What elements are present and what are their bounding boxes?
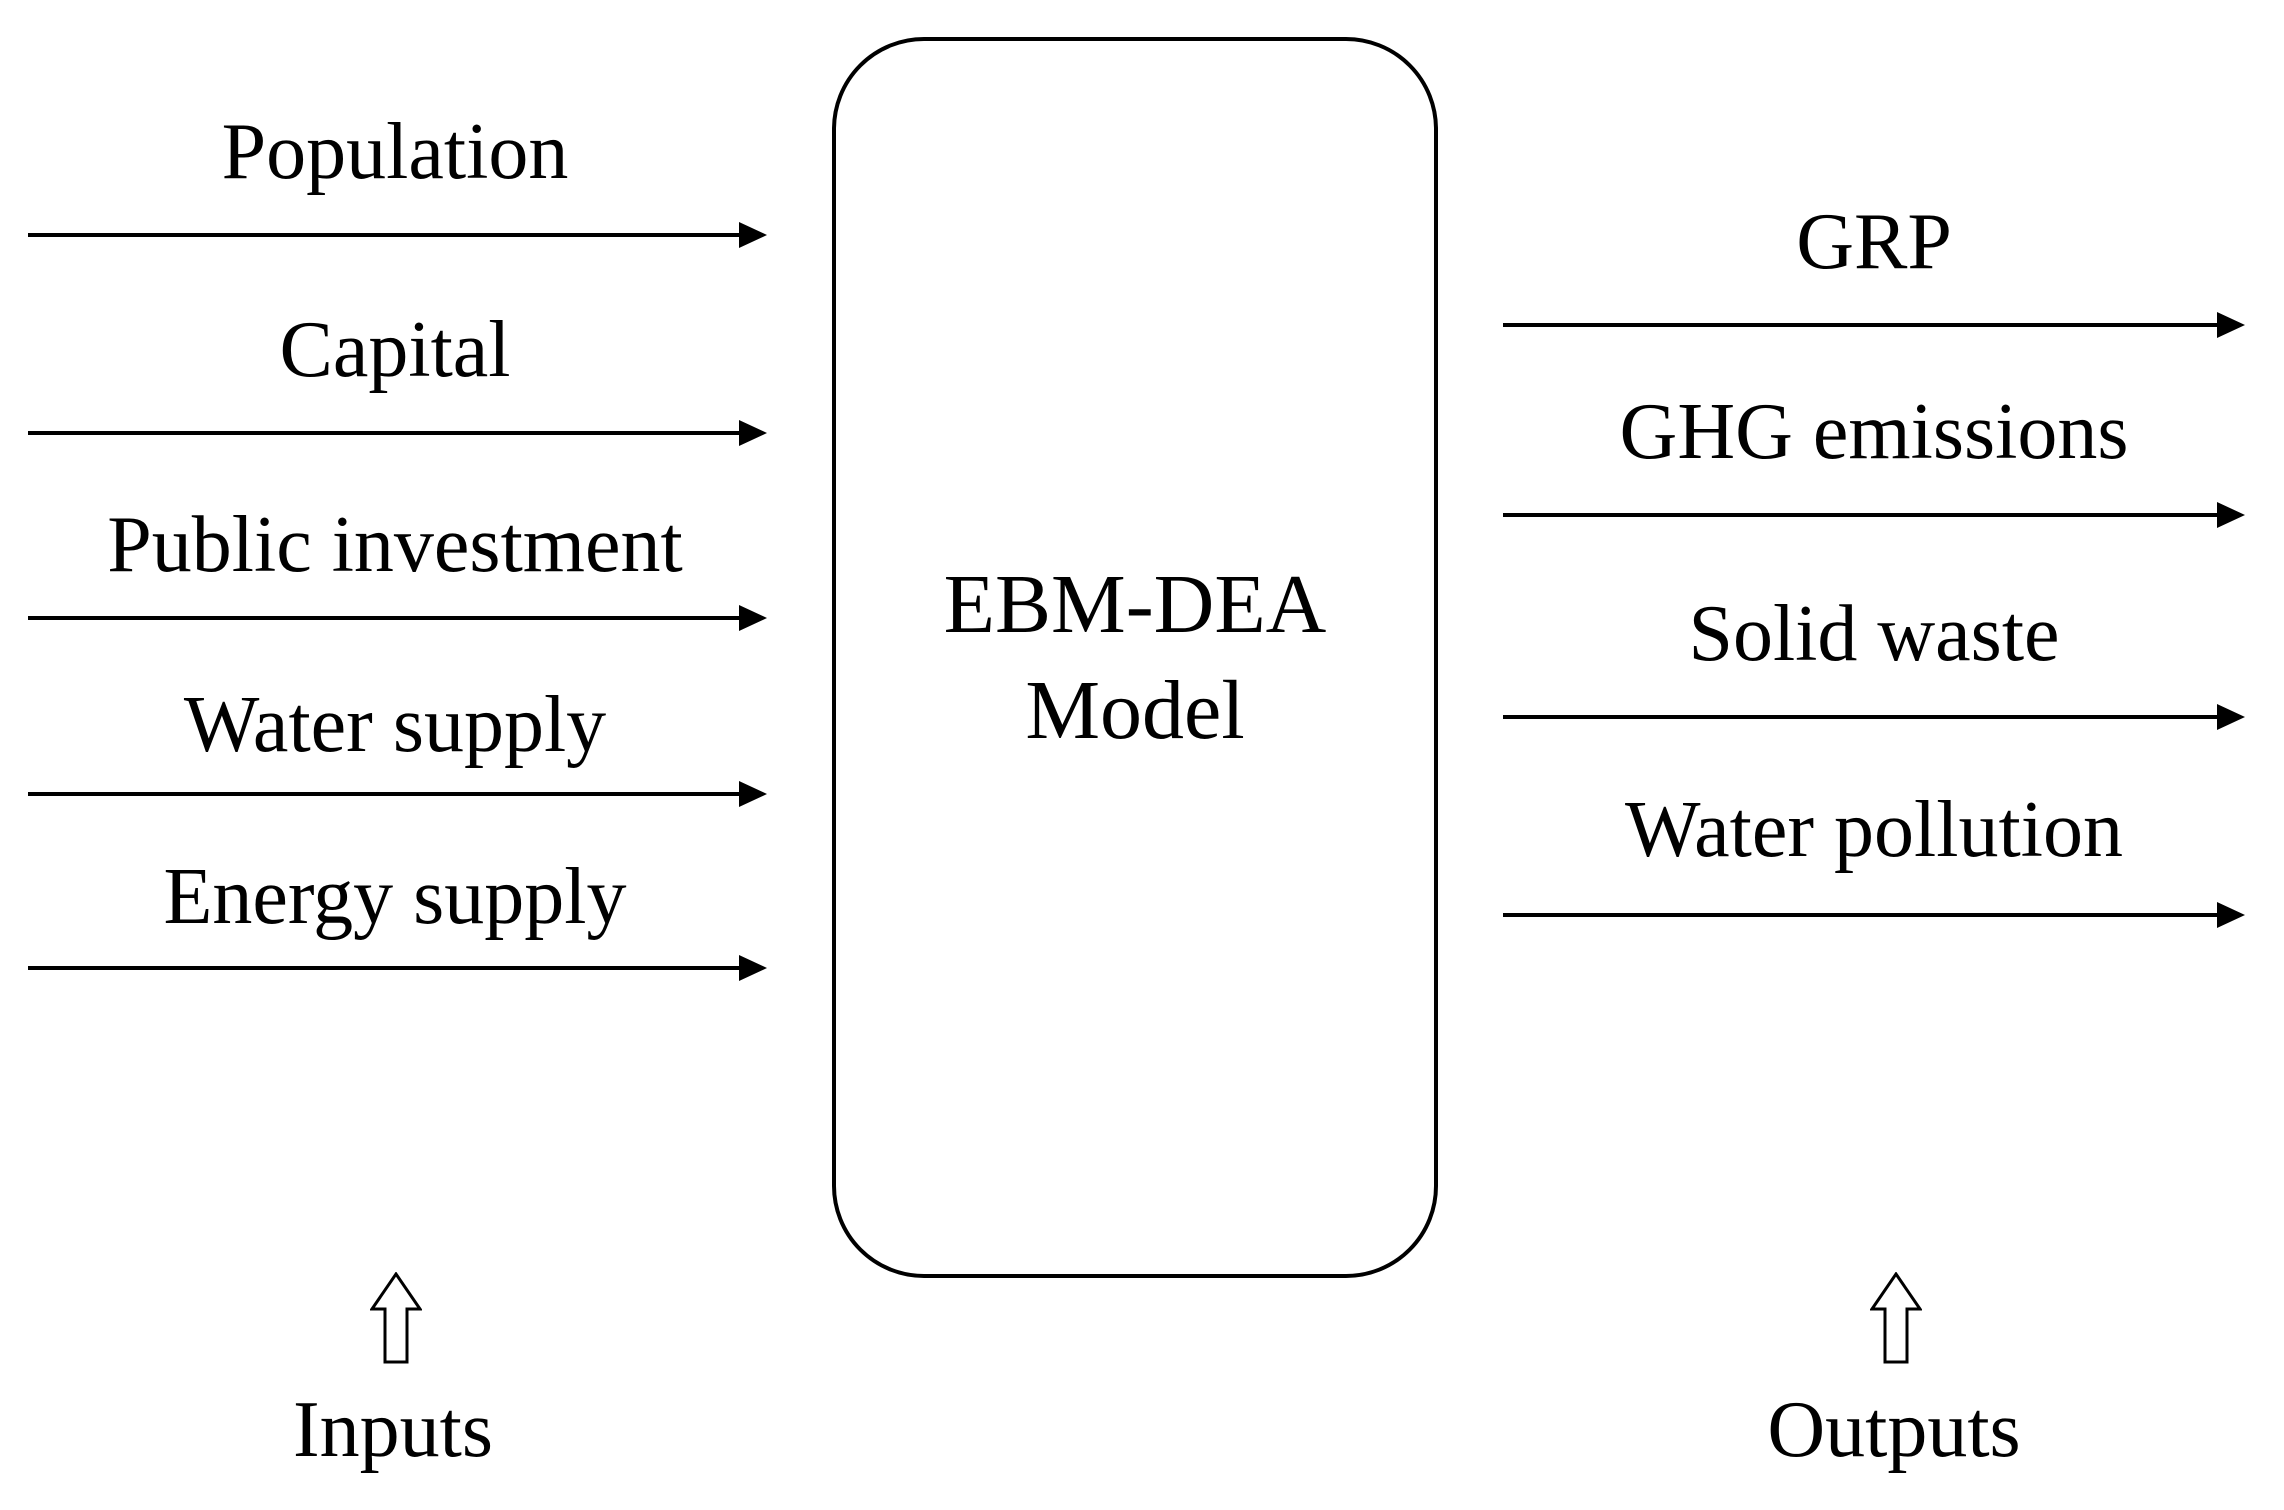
output-arrow [1503,902,2245,928]
input-arrow [28,222,767,248]
output-arrow [1503,704,2245,730]
input-arrow [28,955,767,981]
model-box-title-line1: EBM-DEA [943,557,1327,651]
input-label-population: Population [221,108,569,196]
output-label-water-pollution: Water pollution [1625,786,2123,874]
output-arrow [1503,312,2245,338]
input-arrow [28,420,767,446]
up-arrow-icon [1870,1272,1922,1364]
output-arrow [1503,502,2245,528]
model-box: EBM-DEA Model [832,37,1438,1278]
output-label-grp: GRP [1796,198,1952,286]
outputs-group-label: Outputs [1767,1386,2021,1474]
input-arrow [28,781,767,807]
output-label-solid-waste: Solid waste [1688,590,2060,678]
input-arrow [28,605,767,631]
input-label-capital: Capital [279,306,511,394]
input-label-public-investment: Public investment [107,501,683,589]
input-label-water-supply: Water supply [183,681,607,769]
inputs-group-label: Inputs [293,1386,493,1474]
up-arrow-icon [370,1272,422,1364]
output-label-ghg-emissions: GHG emissions [1619,388,2129,476]
input-label-energy-supply: Energy supply [163,853,627,941]
model-box-title-line2: Model [1025,663,1245,757]
